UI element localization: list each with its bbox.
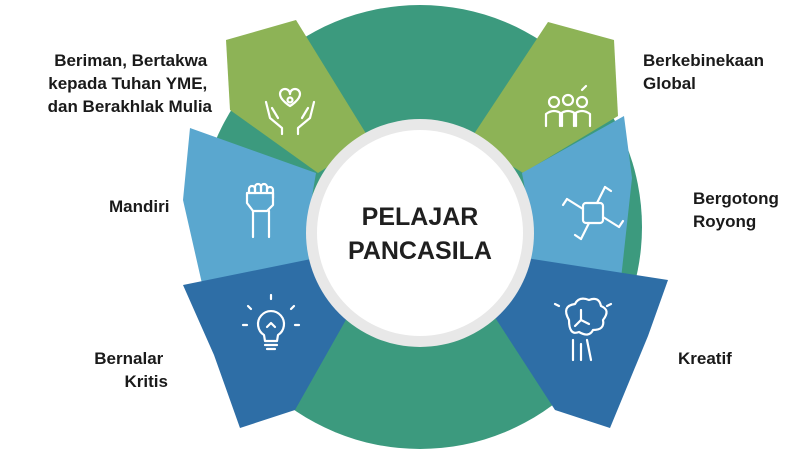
label-kreatif: Kreatif [678,349,732,368]
label-mandiri: Mandiri [109,197,169,216]
label-bernalar-line1: Bernalar [94,349,163,368]
label-berkebinekaan-line2: Global [643,74,696,93]
label-bergotong-line2: Royong [693,212,756,231]
raised-fist-icon [245,182,275,239]
hands-heart-icon [264,87,316,136]
segment-kreatif [485,258,668,428]
label-beriman-line3: dan Berakhlak Mulia [48,97,213,116]
segment-bernalar [183,258,356,428]
joined-hands-icon [561,185,625,241]
brain-hand-icon [553,297,613,362]
center-circle [317,130,523,336]
label-bernalar-line2: Kritis [125,372,168,391]
center-title-line2: PANCASILA [348,237,492,265]
label-beriman-line1: Beriman, Bertakwa [54,51,208,70]
segment-bergotong [522,116,632,288]
label-mandiri-line1: Mandiri [109,197,169,216]
people-group-icon [544,84,592,128]
label-beriman-line2: kepada Tuhan YME, [48,74,207,93]
label-berkebinekaan-line1: Berkebinekaan [643,51,764,70]
center-title-line1: PELAJAR [362,203,479,231]
segment-beriman [226,20,370,173]
segment-berkebinekaan [470,22,618,173]
label-beriman: Beriman, Bertakwa kepada Tuhan YME, dan … [48,51,213,116]
label-bergotong-line1: Bergotong [693,189,779,208]
label-bergotong: Bergotong Royong [693,189,784,231]
label-bernalar: Bernalar Kritis [94,349,168,391]
label-kreatif-line1: Kreatif [678,349,732,368]
label-berkebinekaan: Berkebinekaan Global [643,51,769,93]
lightbulb-icon [241,293,301,351]
